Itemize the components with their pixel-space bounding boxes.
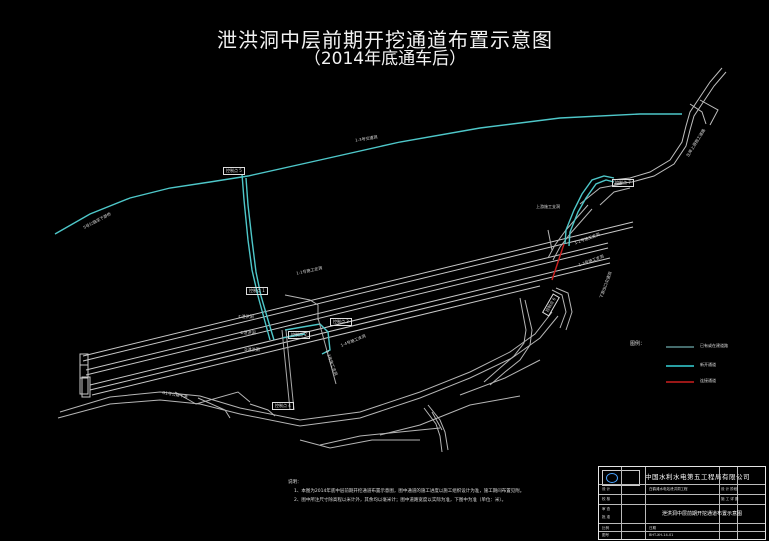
legend-heading: 图例： xyxy=(630,341,646,347)
tb-row-1: 设 计 xyxy=(602,487,611,491)
tb-drawing-title: 泄洪洞中层前期开挖通道布置示意图 xyxy=(662,511,743,517)
notes-block: 说明： 1、本图为2014年底中层前期开挖通道布置示意图，图中通道的施工进度以施… xyxy=(288,478,524,505)
notes-line-2: 2、图中所注尺寸除高程以米计外，其余均以毫米计；图中道路宽度以实际为准，下图中为… xyxy=(294,498,507,503)
tunnel-lines xyxy=(82,221,634,396)
marker-pt-c: 控制点 2 xyxy=(288,331,310,339)
tb-figure-no: 图号 xyxy=(602,533,609,537)
vertical-adits xyxy=(281,317,337,411)
tb-row-4: 批 准 xyxy=(602,515,611,519)
label-upstream: 上游施工支洞 xyxy=(536,204,560,209)
legend-label: 新开通道 xyxy=(700,362,716,367)
tb-stage: 设 计 阶段 xyxy=(721,487,738,491)
cyan-channels xyxy=(54,113,682,355)
label-no1: ①泄洪洞 xyxy=(238,314,254,319)
portal-markers xyxy=(81,376,91,398)
diagram-subtitle: （2014年底通车后） xyxy=(303,49,467,69)
marker-pt-a: 控制点 5 xyxy=(223,167,245,175)
notes-line-1: 1、本图为2014年底中层前期开挖通道布置示意图，图中通道的施工进度以施工组织设… xyxy=(294,489,525,494)
marker-pt-b: 控制点 1 xyxy=(246,287,268,295)
red-connection xyxy=(551,243,565,281)
tb-project: 白鹤滩水电站泄洪洞工程 xyxy=(649,487,688,491)
tb-date: 日期 xyxy=(649,526,656,530)
label-no2: ②泄洪洞 xyxy=(240,330,256,335)
tunnel-left-ends xyxy=(79,353,89,395)
upper-right-road xyxy=(611,67,727,185)
tb-scale: 比例 xyxy=(602,526,609,530)
lower-roads xyxy=(57,183,631,453)
legend-label: 连接通道 xyxy=(700,378,716,383)
label-no3: ③泄洪洞 xyxy=(244,347,260,352)
title-block: 中国水利水电第五工程局有限公司 设 计 校 核 审 查 批 准 白鹤滩水电站泄洪… xyxy=(598,466,766,540)
logo-mark-icon xyxy=(606,473,618,483)
tb-sheet: BHT-XH-14-01 xyxy=(649,533,674,537)
legend-swatches xyxy=(666,346,694,383)
marker-pt-d: 控制点 3 xyxy=(330,318,352,326)
tb-row-2: 校 核 xyxy=(602,497,611,501)
marker-pt-e: 控制点 4 xyxy=(272,402,294,410)
tb-stage-value: 施 工 详 图 xyxy=(721,497,739,501)
notes-heading: 说明： xyxy=(288,480,302,485)
legend-label: 已有或在建道路 xyxy=(700,343,728,348)
marker-pt-g: 控制点 7 xyxy=(612,179,634,187)
company-name: 中国水利水电第五工程局有限公司 xyxy=(645,473,750,481)
diagram-title: 泄洪洞中层前期开挖通道布置示意图 xyxy=(217,28,553,52)
tb-row-3: 审 查 xyxy=(602,507,611,511)
